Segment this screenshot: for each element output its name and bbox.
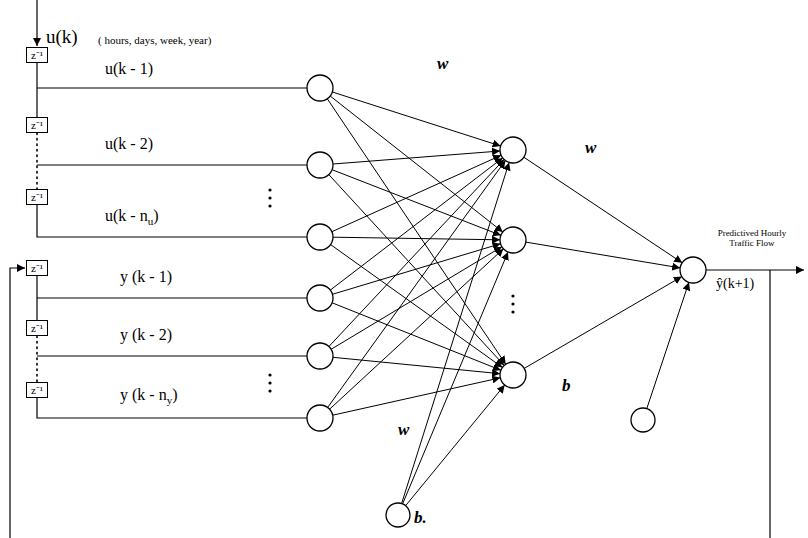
signal-label: y (k - n <box>120 386 167 403</box>
ellipsis-dot <box>268 381 271 384</box>
input-neuron <box>307 285 333 311</box>
tap-line <box>37 205 307 237</box>
ellipsis-dot <box>268 188 271 191</box>
weight-label: w <box>398 420 409 440</box>
weight-link <box>330 249 504 409</box>
delay-chain <box>36 133 38 189</box>
weight-link <box>402 162 510 503</box>
weight-link <box>331 245 503 368</box>
signal-label: y (k - 2) <box>120 326 172 344</box>
weight-link <box>403 252 508 504</box>
signal-label: u(k - 1) <box>105 60 153 78</box>
weight-link <box>526 242 680 268</box>
feedback-line <box>769 270 770 538</box>
feedback-line <box>10 268 25 538</box>
weight-link <box>328 161 506 408</box>
weight-link <box>524 157 682 263</box>
delay-box: z⁻¹ <box>26 117 48 133</box>
bias-neuron <box>631 408 655 432</box>
input-neuron <box>307 152 333 178</box>
input-neuron <box>307 224 333 250</box>
weight-link <box>333 151 500 164</box>
output-label: ŷ(k+1) <box>716 276 754 292</box>
weight-link <box>333 378 501 415</box>
signal-label-group: u(k - nu) <box>105 207 158 228</box>
output-neuron <box>680 257 706 283</box>
bias-label: b <box>562 376 571 396</box>
ellipsis-dot <box>511 302 514 305</box>
hidden-neuron <box>500 362 526 388</box>
delay-box: z⁻¹ <box>26 189 48 205</box>
delay-label: z⁻¹ <box>31 323 43 334</box>
input-arrow <box>36 0 37 46</box>
bias-label: b. <box>414 508 427 528</box>
signal-label: u(k) <box>46 26 78 48</box>
tap-line <box>37 87 307 88</box>
weight-links <box>327 92 689 506</box>
weight-label: w <box>437 54 448 74</box>
signal-label: u(k - 2) <box>105 135 153 153</box>
delay-chain <box>36 336 38 382</box>
signal-subscript: u <box>148 215 154 227</box>
input-neuron <box>307 75 333 101</box>
weight-link <box>331 247 502 350</box>
tap-line <box>37 164 307 165</box>
signal-label: ) <box>172 386 177 403</box>
weight-link <box>327 99 505 364</box>
output-caption: Predictived Hourly Traffic Flow <box>714 228 790 249</box>
bias-neuron <box>386 503 410 527</box>
weight-link <box>647 282 689 408</box>
ellipsis-dot <box>268 196 271 199</box>
tap-line <box>37 297 307 298</box>
signal-label: y (k - 1) <box>120 268 172 286</box>
hidden-neuron <box>500 227 526 253</box>
ellipsis-dot <box>268 204 271 207</box>
weight-link <box>332 155 501 231</box>
delay-chain <box>36 276 37 320</box>
delay-label: z⁻¹ <box>31 385 43 396</box>
signal-label: ) <box>153 207 158 224</box>
input-note: ( hours, days, week, year) <box>98 34 211 47</box>
delay-box: z⁻¹ <box>26 382 48 398</box>
weight-link <box>332 92 500 146</box>
tap-line <box>37 355 307 356</box>
weight-link <box>524 277 682 369</box>
weight-label: w <box>585 138 596 158</box>
weight-link <box>333 237 500 240</box>
input-neuron <box>307 405 333 431</box>
delay-box: z⁻¹ <box>26 47 48 63</box>
delay-label: z⁻¹ <box>31 263 43 274</box>
ellipsis-dot <box>268 373 271 376</box>
signal-label: u(k - n <box>105 207 148 224</box>
ellipsis-dot <box>268 389 271 392</box>
input-neuron <box>307 343 333 369</box>
weight-link <box>329 160 504 347</box>
signal-label-group: y (k - ny) <box>120 386 177 407</box>
delay-label: z⁻¹ <box>31 192 43 203</box>
neurons <box>307 75 706 527</box>
weight-link <box>330 96 503 232</box>
weight-link <box>406 385 505 506</box>
delay-box: z⁻¹ <box>26 260 48 276</box>
output-arrow <box>706 269 804 270</box>
ellipsis-dot <box>511 294 514 297</box>
delay-label: z⁻¹ <box>31 50 43 61</box>
signal-subscript: y <box>167 394 173 406</box>
delay-label: z⁻¹ <box>31 120 43 131</box>
ellipsis-dot <box>511 310 514 313</box>
hidden-neuron <box>500 137 526 163</box>
delay-box: z⁻¹ <box>26 320 48 336</box>
weight-link <box>330 158 502 290</box>
delay-chain <box>36 63 37 117</box>
tap-line <box>37 398 307 418</box>
